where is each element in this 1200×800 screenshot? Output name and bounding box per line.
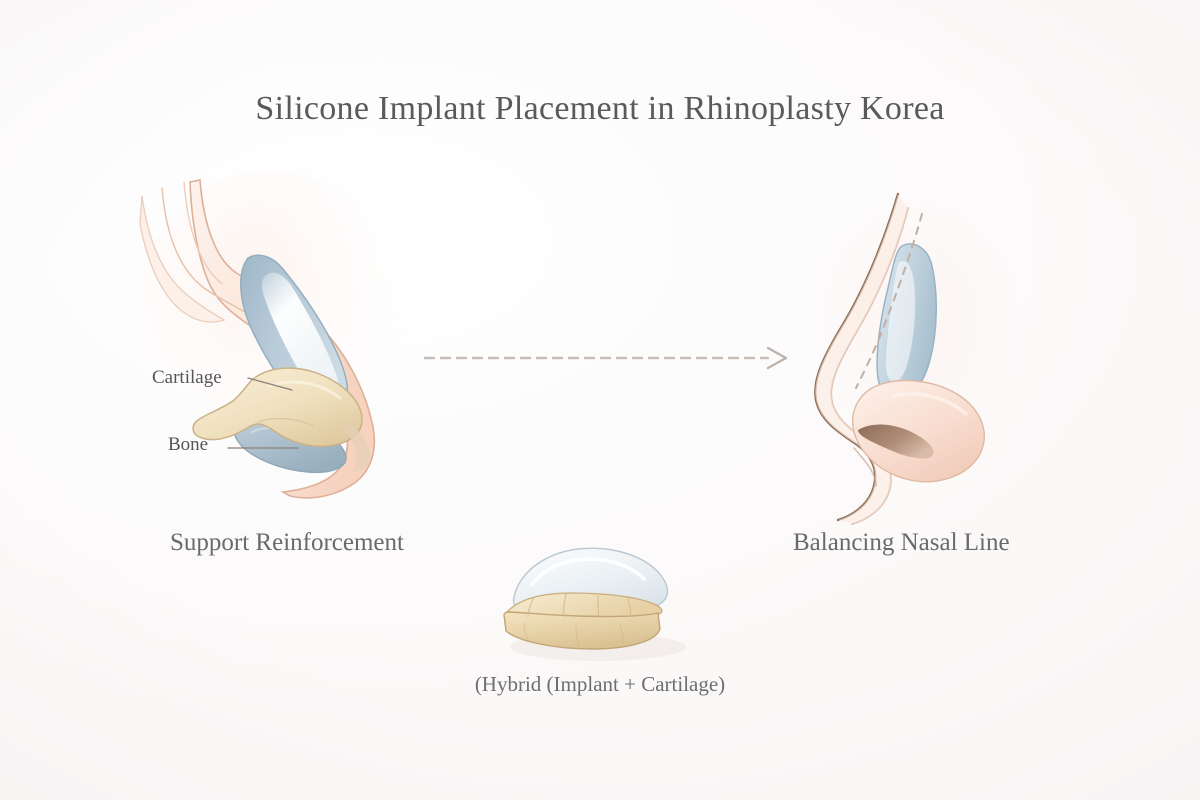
- right-tip-highlight: [890, 392, 968, 416]
- caption-balancing-nasal-line: Balancing Nasal Line: [793, 529, 1010, 556]
- graft-texture-5: [523, 622, 531, 643]
- left-implant-highlight: [261, 272, 340, 405]
- caption-support-reinforcement: Support Reinforcement: [170, 529, 404, 556]
- left-brow-contour-2: [183, 181, 223, 285]
- right-nostril: [858, 424, 934, 459]
- right-skin-fill: [815, 194, 908, 524]
- figure-right-nose-profile: [780, 180, 1060, 525]
- label-bone: Bone: [168, 434, 209, 455]
- dashed-nasal-line-guide: [855, 213, 923, 389]
- cartilage-leader-line: [247, 377, 293, 391]
- graft-texture-2: [563, 593, 567, 618]
- left-tip-shadow: [340, 420, 371, 472]
- right-columella-shadow: [853, 447, 877, 487]
- caption-hybrid-graft: (Hybrid (Implant + Cartilage): [474, 672, 726, 696]
- left-cartilage-crease: [257, 417, 315, 427]
- graft-texture-3: [597, 594, 600, 618]
- left-brow-fill: [139, 195, 226, 323]
- arrow-head-icon: [766, 346, 788, 370]
- graft-texture-7: [619, 623, 625, 644]
- label-cartilage: Cartilage: [152, 367, 222, 388]
- page-title: Silicone Implant Placement in Rhinoplast…: [255, 90, 945, 127]
- graft-texture-6: [575, 624, 580, 647]
- right-nasal-tip: [852, 379, 985, 483]
- figure-left-nose-profile: [135, 170, 440, 520]
- graft-cartilage-block: [503, 611, 661, 650]
- left-cartilage-highlight: [268, 380, 342, 400]
- annotation-leader-lines: [140, 340, 400, 480]
- graft-silicone-highlight: [530, 557, 646, 587]
- left-brow-contour-1: [161, 187, 259, 321]
- graft-texture-4: [627, 597, 632, 618]
- right-implant-highlight: [885, 260, 916, 383]
- graft-texture-1: [527, 596, 535, 618]
- progression-arrow: [410, 330, 800, 386]
- figure-hybrid-graft: [480, 535, 710, 665]
